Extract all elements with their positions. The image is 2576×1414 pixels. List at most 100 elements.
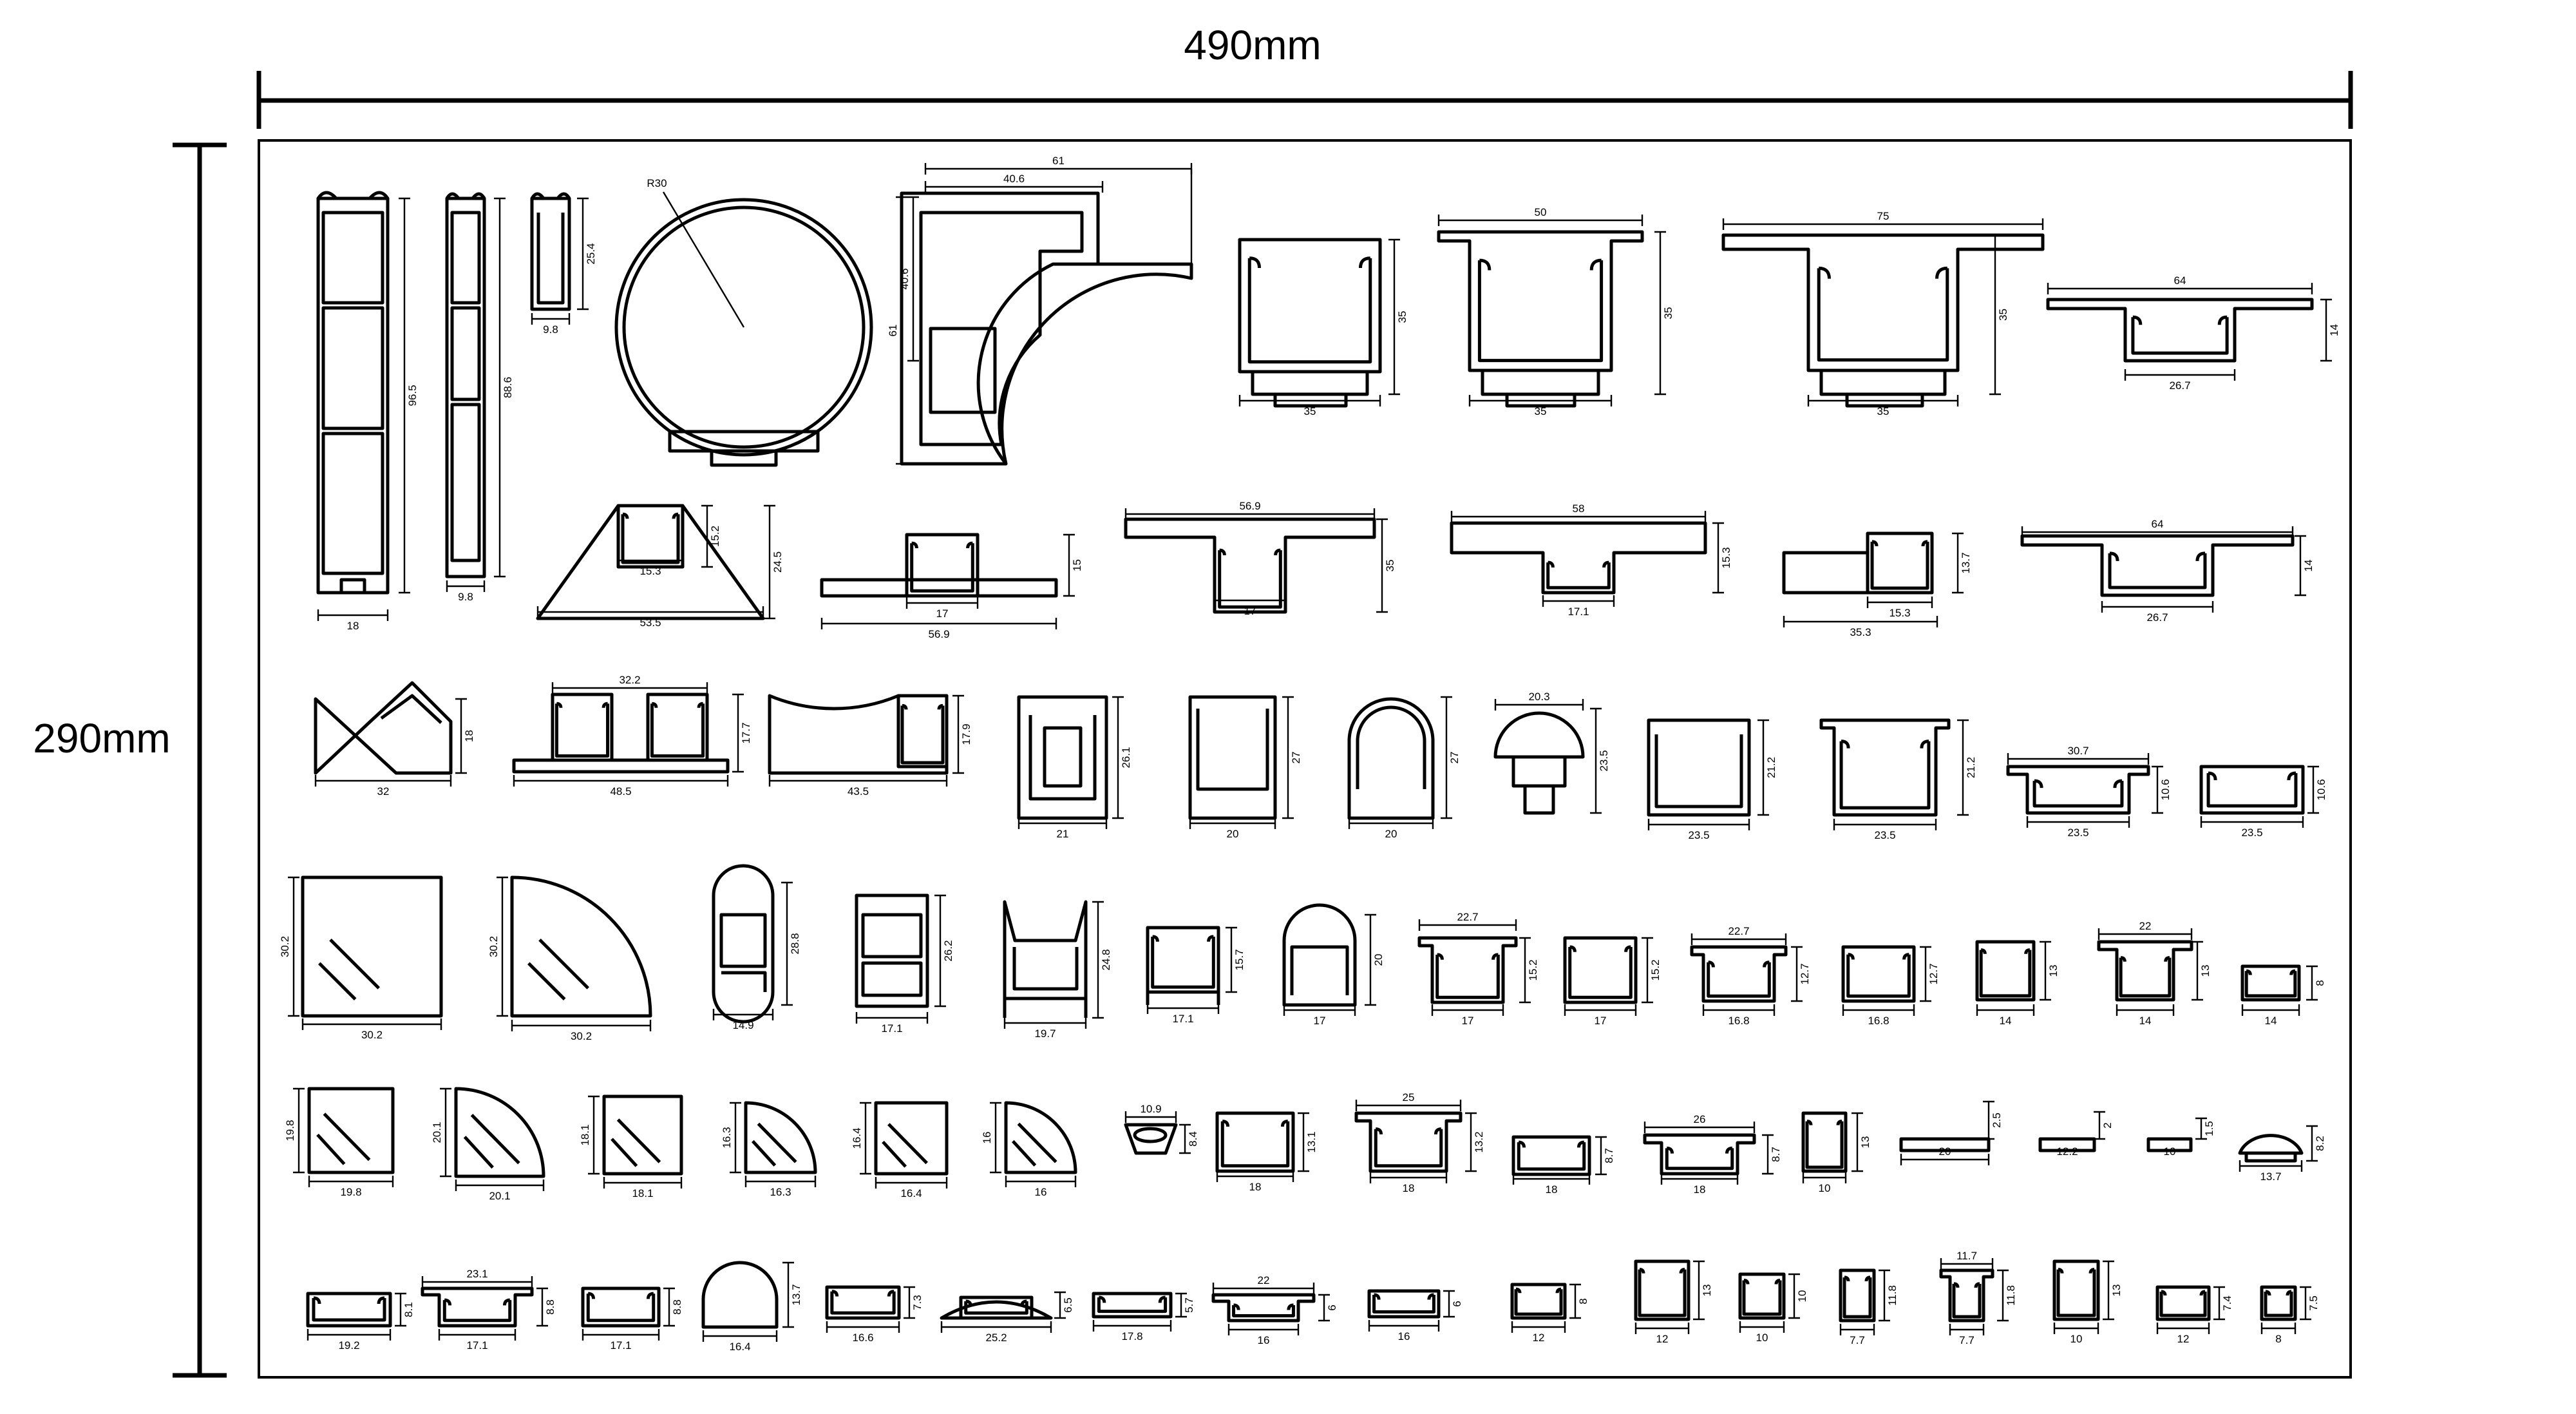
profile-outline — [1417, 936, 1518, 1004]
dimension-label: 17.1 — [466, 1339, 488, 1352]
dimension-label: 23.5 — [1874, 829, 1895, 841]
profile-r6-13: 7.711.8 — [1839, 1268, 1899, 1346]
profile-outline — [1939, 1268, 1994, 1323]
dimension-label: 50 — [1535, 206, 1547, 218]
dimension-label: 19.7 — [1034, 1027, 1056, 1040]
profile-cavity — [1707, 962, 1771, 998]
profile-outline — [2052, 1259, 2100, 1321]
dimension-label: 10 — [1796, 1290, 1808, 1303]
profile-outline — [2006, 765, 2150, 815]
profile-cavity — [1805, 1121, 1844, 1169]
dimension-label: 96.5 — [406, 385, 419, 406]
profile-r6-9: 16 6 — [1367, 1289, 1463, 1342]
dimension-label: 14 — [2139, 1015, 2152, 1027]
profile-r6-10: 128 — [1510, 1283, 1589, 1344]
profile-outline — [616, 504, 685, 569]
profile-outline — [900, 191, 1100, 466]
profile-lip — [831, 1290, 895, 1297]
dimension-label: 20 — [1372, 954, 1385, 966]
profile-outline — [510, 875, 652, 1018]
profile-cavity — [751, 1140, 777, 1167]
profile-outline — [940, 1300, 1053, 1320]
dimension-label: 35 — [1877, 405, 1889, 417]
profile-r1-3: 9.825.4 — [530, 192, 597, 336]
dimension-label: 30.7 — [2067, 745, 2088, 757]
dimension-label: 16 — [1398, 1330, 1410, 1342]
profile-lip — [316, 191, 390, 593]
profile-outline — [1493, 711, 1585, 759]
profile-outline — [1563, 936, 1638, 1004]
dimension-label: 12.7 — [1927, 963, 1940, 984]
profile-lip — [1708, 960, 1770, 968]
profile-base — [2244, 1153, 2297, 1163]
profile-outline — [1238, 238, 1382, 374]
dimension-label: 18 — [347, 620, 359, 632]
dimension-label: 15.2 — [1527, 959, 1539, 980]
dimension-label: 8.8 — [671, 1299, 683, 1315]
dimension-label: 16.8 — [1868, 1015, 1889, 1027]
profile-r4-14: 148 — [2240, 964, 2326, 1027]
dimension-label: 35 — [1384, 560, 1396, 572]
dimension-label: 10 — [2164, 1145, 2176, 1158]
profile-cavity — [1842, 1277, 1872, 1319]
profile-outline — [2020, 534, 2295, 597]
dimension-label: 6 — [1451, 1301, 1463, 1306]
dimension-label: 56.9 — [1239, 500, 1260, 512]
dimension-label: 18.1 — [579, 1124, 591, 1145]
profile-outline — [2238, 1134, 2304, 1155]
profile-lip — [1152, 935, 1214, 942]
dimension-label: 16.8 — [1728, 1015, 1749, 1027]
dimension-label: 23.5 — [1688, 829, 1709, 841]
profile-lip — [1099, 1295, 1166, 1303]
dimension-label: 12 — [1656, 1333, 1669, 1345]
overall-height-dimension: 290mm — [33, 142, 227, 1378]
dimension-label: 35.3 — [1850, 626, 1871, 638]
profile-chambers — [321, 211, 384, 575]
profile-cavity — [1870, 541, 1929, 590]
profile-lip — [2265, 1290, 2292, 1296]
profile-r5-7: 10.98.4 — [1124, 1103, 1199, 1155]
dimension-label: 13 — [2110, 1285, 2123, 1297]
dimension-label: 22.7 — [1728, 925, 1749, 937]
profile-outline — [1801, 1111, 1848, 1173]
profile-r6-2: 23.117.18.8 — [421, 1268, 556, 1352]
profile-chambers — [719, 913, 767, 992]
dimension-label: 12 — [2177, 1333, 2190, 1345]
profile-r3-9: 23.521.2 — [1819, 718, 1977, 841]
profile-lip — [2121, 956, 2170, 962]
profile-lip — [444, 1298, 510, 1306]
profile-r5-16: 13.78.2 — [2238, 1125, 2326, 1183]
profile-outline — [2240, 964, 2301, 1002]
dimension-label: 26.2 — [942, 940, 954, 961]
profile-cavity — [1839, 741, 1931, 810]
profile-cavity — [538, 938, 590, 989]
dimension-label: 27 — [1448, 752, 1461, 764]
profile-cavity — [323, 1113, 371, 1161]
profile-lip — [1222, 1120, 1288, 1127]
profile-outline — [712, 864, 775, 1024]
dimension-label: 30.2 — [279, 936, 291, 957]
profile-r6-14: 11.77.711.8 — [1939, 1250, 2017, 1346]
profile-cavity — [1356, 705, 1426, 789]
dimension-label: 18 — [1403, 1182, 1415, 1194]
dimension-label: 18.1 — [632, 1187, 653, 1199]
profile-r5-13: 202.5 — [1899, 1100, 2003, 1165]
dimension-label: 28.8 — [789, 933, 801, 954]
dimension-label: 14 — [2265, 1015, 2277, 1027]
profile-r5-5: 16.416.4 — [851, 1101, 949, 1199]
profile-lip — [1479, 258, 1602, 271]
dimension-label: 16.4 — [729, 1341, 750, 1353]
profile-outline — [1000, 262, 1193, 464]
profile-cavity — [470, 1114, 520, 1165]
profile-channel — [668, 430, 820, 467]
dimension-label: 40.6 — [1003, 173, 1025, 185]
profile-cavity — [554, 703, 610, 758]
profile-cavity — [964, 1301, 1028, 1315]
profile-outline — [614, 198, 873, 457]
dimension-label: 8.1 — [402, 1302, 415, 1317]
